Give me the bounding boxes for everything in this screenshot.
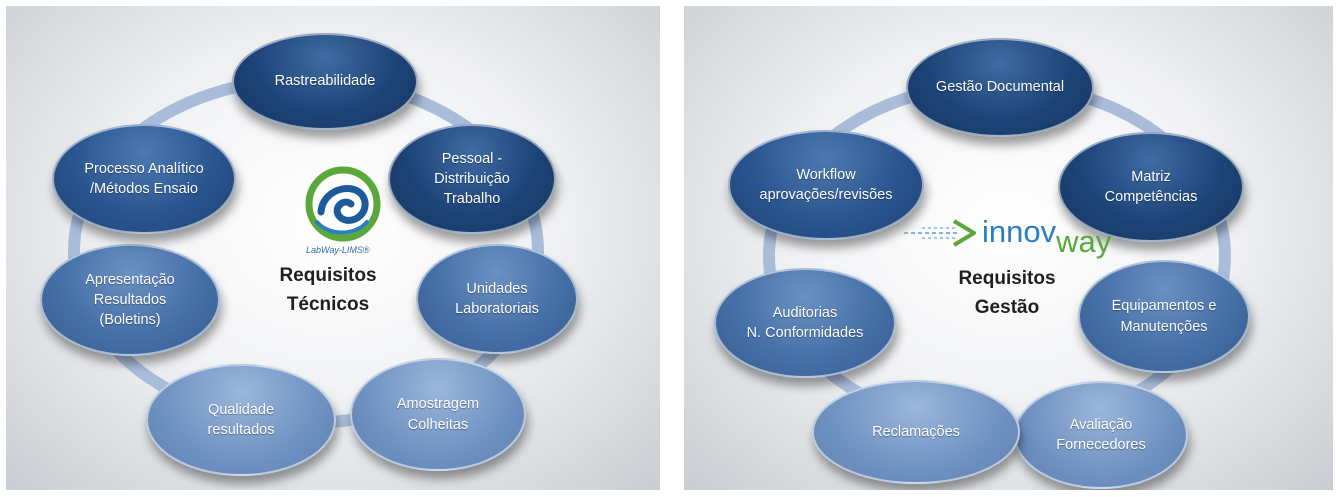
node-unidades-laboratoriais: Unidades Laboratoriais xyxy=(416,244,578,354)
node-label: Processo Analítico /Métodos Ensaio xyxy=(84,160,204,197)
node-label: Unidades Laboratoriais xyxy=(455,280,539,317)
node-reclamacoes: Reclamações xyxy=(812,380,1020,484)
node-label: Auditorias N. Conformidades xyxy=(746,304,864,341)
node-label: Avaliação Fornecedores xyxy=(1056,416,1146,453)
node-label: Apresentação Resultados (Boletins) xyxy=(85,271,175,329)
node-processo-analitico: Processo Analítico /Métodos Ensaio xyxy=(52,124,236,234)
node-amostragem: Amostragem Colheitas xyxy=(350,358,526,471)
innovway-logo-way: way xyxy=(1056,224,1112,259)
labway-lims-logo-icon xyxy=(305,166,381,242)
node-apresentacao: Apresentação Resultados (Boletins) xyxy=(40,244,220,356)
node-label: Equipamentos e Manutenções xyxy=(1111,298,1217,335)
node-matriz-competencias: Matriz Competências xyxy=(1058,132,1244,242)
node-label: Workflow aprovações/revisões xyxy=(759,166,893,203)
node-label: Qualidade resultados xyxy=(207,401,275,438)
node-label: Rastreabilidade xyxy=(274,73,376,90)
management-requirements-panel: Gestão Documental Matriz Competências Eq… xyxy=(684,6,1333,490)
node-label: Gestão Documental xyxy=(935,79,1065,96)
node-label: Amostragem Colheitas xyxy=(396,396,480,433)
node-workflow: Workflow aprovações/revisões xyxy=(728,130,924,240)
node-equipamentos: Equipamentos e Manutenções xyxy=(1078,260,1250,373)
node-auditorias: Auditorias N. Conformidades xyxy=(714,268,896,378)
labway-lims-caption: LabWay-LIMS® xyxy=(306,245,370,255)
innovway-arrow-icon xyxy=(904,219,976,247)
innovway-logo: innovway xyxy=(982,214,1111,258)
technical-requirements-title: Requisitos Técnicos xyxy=(279,265,377,316)
technical-requirements-panel: Rastreabilidade Pessoal - Distribuição T… xyxy=(6,6,660,490)
node-avaliacao-fornecedores: Avaliação Fornecedores xyxy=(1014,381,1188,489)
management-requirements-title: Requisitos Gestão xyxy=(958,268,1056,319)
node-label: Reclamações xyxy=(872,423,960,440)
node-qualidade: Qualidade resultados xyxy=(146,364,336,476)
node-label: Pessoal - Distribuição Trabalho xyxy=(434,150,510,208)
node-gestao-documental: Gestão Documental xyxy=(906,38,1094,137)
node-rastreabilidade: Rastreabilidade xyxy=(232,33,418,130)
innovway-logo-innov: innov xyxy=(982,214,1057,249)
node-pessoal: Pessoal - Distribuição Trabalho xyxy=(388,124,556,234)
node-label: Matriz Competências xyxy=(1104,168,1198,205)
